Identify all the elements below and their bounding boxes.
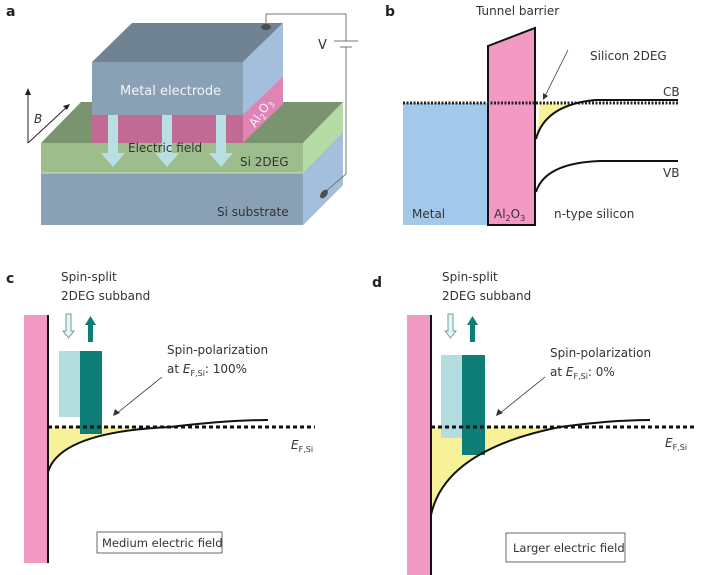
- electron-accumulation: [536, 103, 575, 139]
- metal-electrode-top: [92, 23, 283, 62]
- polarization-label-line1: Spin-polarization: [167, 343, 268, 357]
- conduction-band: [535, 99, 678, 140]
- barrier-region: [407, 315, 430, 575]
- al2o3-label: Al2O3: [494, 207, 525, 223]
- b-field-axes: [27, 92, 69, 144]
- spin-down-arrow-icon: [61, 313, 76, 339]
- spin-down-subband: [441, 355, 462, 438]
- subband-label-line2: 2DEG subband: [61, 289, 150, 303]
- polarization-label-line1: Spin-polarization: [550, 346, 651, 360]
- spin-up-arrow-icon: [85, 316, 96, 342]
- field-arrow: [101, 115, 125, 167]
- si-substrate-label: Si substrate: [217, 205, 289, 219]
- barrier-region: [24, 315, 48, 563]
- field-arrow: [209, 115, 233, 167]
- field-strength-label: Medium electric field: [102, 536, 223, 550]
- tunnel-barrier: [487, 26, 536, 226]
- field-strength-label: Larger electric field: [513, 541, 625, 555]
- panel-b: b Tunnel barrier Silicon 2DEG CB VB Meta…: [385, 4, 680, 226]
- electron-accumulation: [48, 427, 160, 472]
- electric-field-label: Electric field: [128, 141, 202, 155]
- al2o3-side: [243, 76, 283, 143]
- metal-label: Metal: [412, 207, 445, 221]
- axis-arrowhead: [63, 104, 70, 110]
- si-2deg-label: Si 2DEG: [240, 155, 289, 169]
- panel-a-letter: a: [6, 4, 15, 20]
- conduction-band: [430, 419, 651, 516]
- pointer-arrowhead: [113, 409, 120, 416]
- cb-label: CB: [663, 85, 680, 99]
- voltage-circuit: [265, 13, 358, 193]
- panel-b-letter: b: [385, 4, 395, 20]
- voltage-label: V: [318, 38, 327, 53]
- top-contact: [261, 24, 271, 30]
- spin-up-arrow-icon: [467, 316, 478, 342]
- panel-c: c Spin-split 2DEG subband Spin-polarizat…: [6, 270, 315, 563]
- spin-down-arrow-icon: [443, 313, 458, 339]
- metal-electrode-label: Metal electrode: [120, 84, 221, 99]
- valence-band: [535, 160, 678, 193]
- field-arrow: [155, 115, 179, 167]
- b-field-label: B: [34, 112, 42, 126]
- spin-up-subband: [80, 351, 102, 434]
- axis-arrowhead: [25, 88, 31, 95]
- svg-text:Al2O3: Al2O3: [246, 96, 277, 131]
- polarization-pointer: [115, 376, 163, 415]
- silicon-2deg-label: Silicon 2DEG: [590, 49, 667, 63]
- metal-electrode-side: [243, 23, 283, 115]
- metal-band: [403, 103, 489, 225]
- pointer-arrowhead: [496, 409, 503, 416]
- panel-c-letter: c: [6, 271, 14, 287]
- panel-a: a Metal electrode Electric field Si 2DEG…: [6, 4, 358, 225]
- ef-label: EF,Si: [665, 436, 687, 452]
- subband-label-line2: 2DEG subband: [442, 289, 531, 303]
- electric-field-arrows: [101, 115, 233, 167]
- subband-label-line1: Spin-split: [61, 270, 117, 284]
- polarization-label-line2: at EF,Si: 0%: [550, 365, 615, 381]
- bottom-contact: [320, 189, 328, 199]
- n-type-silicon-label: n-type silicon: [554, 207, 634, 221]
- ef-label: EF,Si: [291, 438, 313, 454]
- electron-accumulation: [431, 427, 560, 515]
- polarization-label-line2: at EF,Si: 100%: [167, 362, 247, 378]
- si-substrate-front: [41, 132, 343, 225]
- conduction-band: [47, 419, 269, 473]
- subband-label-line1: Spin-split: [442, 270, 498, 284]
- spin-up-subband: [462, 355, 485, 455]
- 2deg-pointer: [544, 49, 569, 97]
- field-strength-box: [505, 532, 626, 563]
- polarization-pointer: [498, 376, 546, 415]
- al2o3-label: Al2O3: [246, 96, 277, 131]
- pointer-arrowhead: [543, 93, 548, 100]
- si-2deg-side: [303, 102, 343, 173]
- metal-electrode-front: [92, 62, 243, 115]
- spin-down-subband: [59, 351, 80, 417]
- tunnel-barrier-label: Tunnel barrier: [475, 4, 559, 18]
- panel-d: d Spin-split 2DEG subband Spin-polarizat…: [372, 270, 697, 575]
- panel-d-letter: d: [372, 275, 382, 291]
- si-substrate-side: [303, 132, 343, 225]
- vb-label: VB: [663, 166, 679, 180]
- field-strength-box: [96, 531, 223, 554]
